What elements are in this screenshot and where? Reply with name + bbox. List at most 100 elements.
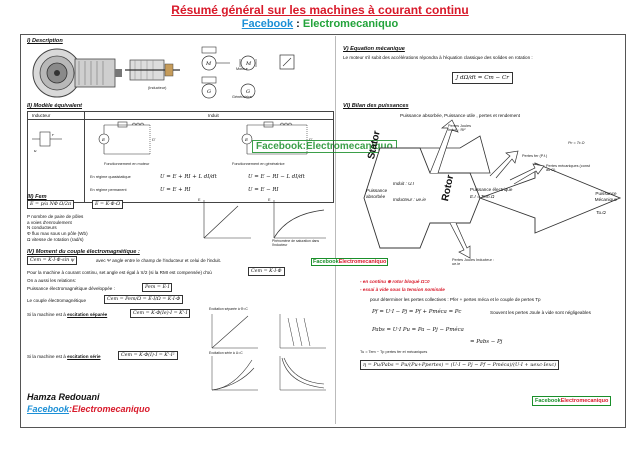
cem-text: Le couple électromagnétique: [27, 298, 86, 303]
eq-pabs: Pabs = U·I Pu = Pa − Pj − Pméca: [372, 327, 464, 333]
fem-legend-item: a voies d'enroulement: [27, 219, 72, 225]
page-name: Electromecaniquo: [302, 18, 399, 30]
pc: Pc = Tc.Ω: [568, 141, 585, 145]
fem-legend: P nombre de paire de pôles a voies d'enr…: [27, 214, 88, 243]
couple-dc-text: Pour la machine à courant continu, set a…: [27, 270, 212, 275]
mecanique-text: Le moteur s'il subit des accélérations r…: [343, 55, 533, 60]
line-rotor-bloque: - en continu ⊕ rotor bloqué Ω=0: [360, 279, 430, 284]
pj-induit: Pertes Joules Induit : RI²: [448, 124, 472, 132]
pfer: Pertes fer (P.f.): [522, 154, 548, 158]
summary-sheet: [20, 34, 626, 428]
eq-quasi-moteur: U = E + RI + L dI/dt: [160, 174, 217, 180]
sep-text: Si la machine est à excitation séparée: [27, 312, 107, 318]
eq-quasi-gen: U = E − RI − L dI/dt: [248, 174, 305, 180]
regime-quasi-label: En régime quasistatique: [90, 175, 131, 179]
svg-text:G: G: [246, 89, 250, 95]
equivalent-circuits: u r E U E U: [32, 121, 313, 155]
ser-text: Si la machine est à excitation série: [27, 354, 101, 360]
svg-text:G: G: [207, 89, 211, 95]
author-page-name: :Electromecaniquo: [69, 404, 151, 414]
rotor-illustration: [125, 59, 180, 81]
svg-text:E: E: [244, 137, 248, 142]
fem-legend-item: Φ flux max sous un pôle (Wb): [27, 231, 88, 237]
excitation-graphs: [211, 314, 326, 391]
fem-graph2-label: E: [268, 198, 271, 202]
facebook-label[interactable]: Facebook: [241, 18, 294, 30]
power-flow-diagram: [363, 119, 622, 259]
couple-dc-formula: Cem = K·I·Φ: [248, 267, 285, 276]
sep-kind: excitation séparée: [67, 312, 108, 317]
watermark-facebook-2: FacebookElectromecaniquo: [532, 396, 612, 406]
svg-text:M: M: [205, 61, 212, 67]
eta-formula: η = Pu/Pabs = Pu/(Pu+Ppertes) = (U·I − P…: [360, 360, 560, 370]
pem-formula: Pem = E·I: [142, 283, 173, 292]
bilan-subtitle: Puissance absorbée, Puissance utile , pe…: [400, 113, 521, 118]
page-subtitle: Facebook : Electromecaniquo: [0, 18, 640, 30]
motor-generator-symbols: M M G G: [201, 46, 295, 99]
ser-prefix: Si la machine est à: [27, 354, 66, 359]
author-facebook[interactable]: Facebook:Electromecaniquo: [27, 404, 150, 414]
svg-text:r: r: [52, 132, 55, 137]
section-fem-title: III) Fem: [27, 194, 47, 200]
section-mecanique-title: V) Equation mécanique: [343, 46, 405, 52]
inducteur-caption: (Inducteur): [148, 86, 167, 90]
ser-kind: excitation série: [67, 354, 101, 359]
page-title: Résumé général sur les machines à couran…: [171, 3, 469, 17]
author-name: Hamza Redouani: [27, 392, 100, 402]
p-elec: Puissance électrique: [470, 187, 513, 192]
induit-ui: Induit : U.I: [393, 181, 414, 186]
eq-perm-gen: U = E − RI: [248, 187, 279, 193]
fonct-moteur-label: Fonctionnement en moteur: [104, 162, 150, 166]
svg-text:u: u: [34, 148, 37, 153]
col-induit: Induit: [208, 113, 219, 118]
line-pertes-collectives: pour déterminer les pertes collectives :…: [370, 297, 541, 302]
pem-text: Puissance électromagnétique développée :: [27, 286, 115, 291]
eq-perm-moteur: U = E + RI: [160, 187, 191, 193]
label-moteur: Moteur: [236, 67, 248, 71]
eta-note: Tu = Tem − Tp pertes fer et mécaniques: [360, 350, 428, 354]
column-divider: [335, 36, 336, 424]
fem-formula-2: E = K·Φ·Ω: [92, 200, 124, 209]
couple-also-text: On a aussi les relations:: [27, 278, 77, 283]
saturation-caption: Phénomène de saturation dans l'inducteur: [272, 239, 320, 247]
couple-general-note: avec Ψ angle entre le champ de l'inducte…: [96, 258, 222, 263]
subtitle-separator: :: [293, 18, 303, 30]
watermark-facebook-1: FacebookElectromecaniquo: [311, 258, 389, 266]
watermark-green: Facebook:Electromecaniquo: [252, 140, 397, 153]
couple-general-formula: Cem = K·I·Φ·sin ψ: [27, 256, 78, 265]
eq-note: Souvent les pertes Joule à vide sont nég…: [490, 310, 591, 315]
wm-page: Electromecaniquo: [338, 259, 387, 265]
svg-text:U: U: [152, 137, 156, 142]
fem-graphs: [203, 200, 326, 239]
wm-page: Electromecaniquo: [560, 398, 609, 404]
fem-legend-item: Ω vitesse de rotation (rad/s): [27, 236, 84, 242]
pmeca: Pertes mécaniques (const au Ω): [546, 164, 590, 172]
p-meca-utile: Puissance Mécanique: [594, 191, 618, 202]
machine-cutaway-illustration: [32, 48, 122, 98]
svg-text:U: U: [309, 137, 313, 142]
author-facebook-label[interactable]: Facebook: [27, 404, 70, 414]
p-absorbee: Puissance absorbée: [366, 188, 388, 199]
line-essai-vide: - essai à vide sous la tension nominale: [360, 287, 445, 292]
equivalent-model-table: Inducteur Induit: [27, 111, 334, 203]
sep-formula: Cem = K·Φ(Ie)·I = K'·I: [130, 309, 191, 318]
pj-inducteur: Pertes Joules Inducteur : ue.ie: [452, 258, 494, 266]
section-description-title: I) Description: [27, 38, 63, 44]
cem-formula: Cem = Pem/Ω = E·I/Ω = K·I·Φ: [104, 295, 184, 304]
graph-ser-title: Excitation série à U=C: [209, 351, 243, 355]
fem-legend-item: N conducteurs: [27, 225, 57, 231]
inducteur-uie: Inducteur : ue.ie: [393, 197, 426, 202]
wm-label: Facebook: [535, 398, 561, 404]
p-elec-formula: E.I = Tem.Ω: [470, 194, 495, 199]
fonct-gen-label: Fonctionnement en génératrice: [232, 162, 285, 166]
fem-formula-1: E = p/a NΦ Ω/2π: [27, 200, 75, 209]
wm-label: Facebook: [313, 259, 339, 265]
graph-sep-title: Excitation séparée à Φ=C: [209, 307, 248, 311]
mecanique-formula: J dΩ/dt = Cm − Cr: [452, 72, 513, 84]
fem-legend-item: P nombre de paire de pôles: [27, 214, 84, 219]
eq-pabs2: = Pabs − Pj: [470, 339, 503, 345]
section-couple-title: IV) Moment du couple électromagnétique :: [27, 249, 140, 255]
section-model-title: II) Modèle équivalent: [27, 103, 83, 109]
regime-perm-label: En régime permanent: [90, 188, 127, 192]
p-meca-formula: Tu.Ω: [596, 210, 606, 215]
